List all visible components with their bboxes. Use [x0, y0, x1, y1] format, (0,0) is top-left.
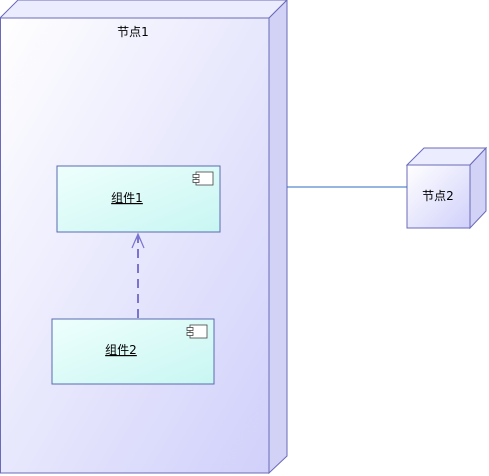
node-1-front-face: [0, 17, 270, 474]
component-2[interactable]: 组件2: [51, 318, 215, 385]
node-1-label: 节点1: [117, 25, 149, 39]
component-1[interactable]: 组件1: [56, 165, 221, 233]
node-2[interactable]: 节点2: [405, 146, 488, 230]
node-1-side-face: [268, 0, 288, 475]
component-icon: [186, 324, 208, 339]
node-2-label: 节点2: [422, 189, 454, 203]
component-2-box: [51, 318, 215, 385]
component-1-label: 组件1: [111, 191, 143, 205]
component-icon: [192, 171, 214, 186]
dependency-arrowhead: [131, 232, 145, 249]
node-2-front-face: [406, 164, 471, 229]
component-2-label: 组件2: [105, 343, 137, 357]
node-1-top-face: [0, 0, 288, 19]
node-1[interactable]: 节点1: [0, 0, 288, 475]
dependency-arrow[interactable]: [131, 232, 145, 318]
